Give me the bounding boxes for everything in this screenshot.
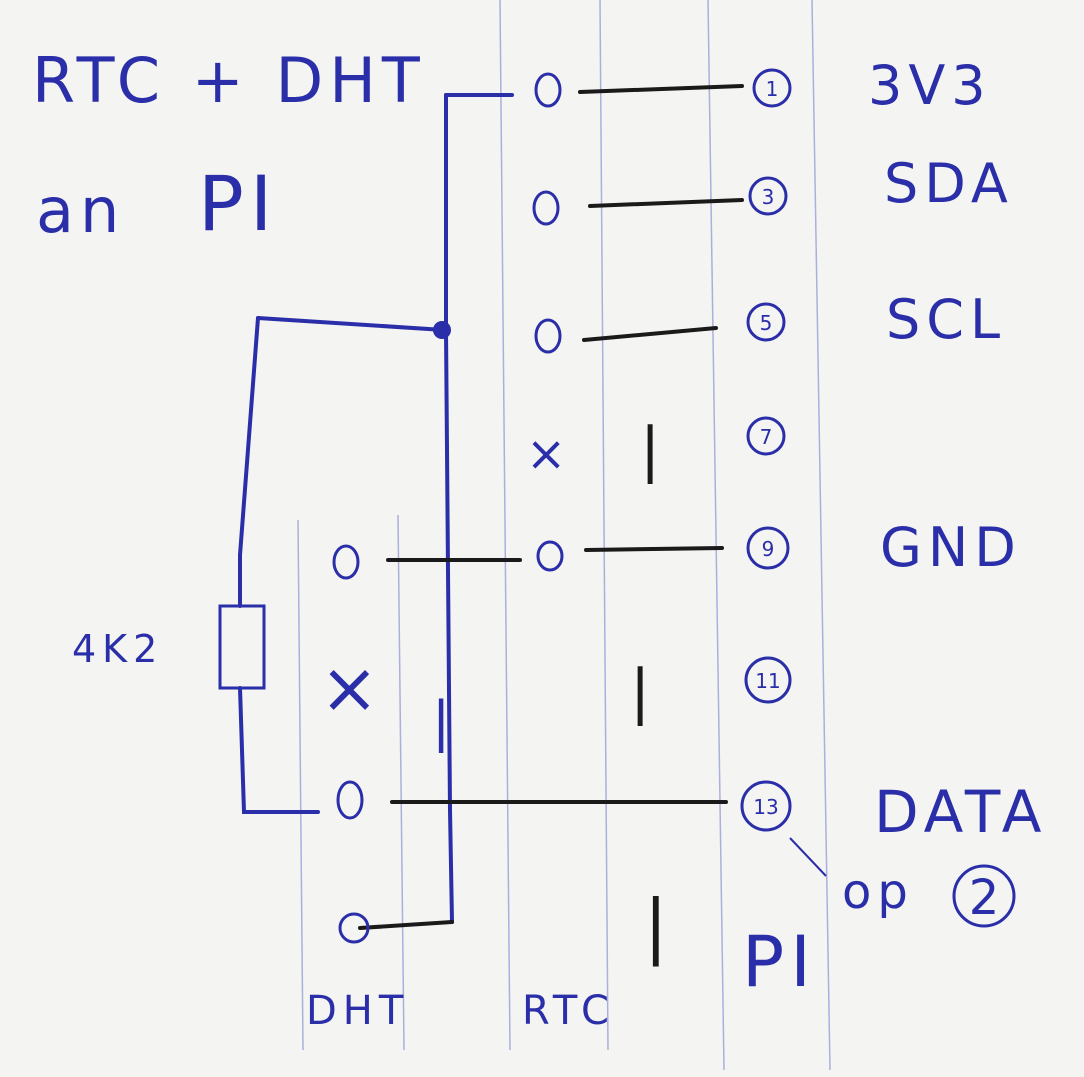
title: RTC + DHT an PI bbox=[32, 44, 426, 248]
rtc-pin bbox=[534, 72, 562, 108]
wire-pin-1 bbox=[578, 84, 744, 94]
column-label-dht: DHT bbox=[306, 988, 409, 1034]
signal-label-gnd: GND bbox=[880, 516, 1022, 579]
signal-label-3v3: 3V3 bbox=[868, 54, 992, 117]
resistor-bottom-lead bbox=[238, 686, 320, 814]
title-line-2: an bbox=[36, 174, 125, 247]
ruling-line bbox=[599, 0, 609, 1051]
vertical-bus bbox=[444, 93, 454, 924]
ruling-line bbox=[297, 519, 304, 1051]
rtc-pin bbox=[536, 540, 564, 572]
title-line-1: RTC + DHT bbox=[32, 44, 426, 117]
pi-pin-circle bbox=[752, 68, 792, 108]
dht-pin bbox=[332, 544, 360, 580]
column-label-pi: PI bbox=[742, 921, 817, 1003]
ruling-line bbox=[499, 0, 511, 1051]
column-labels: DHT RTC PI bbox=[306, 921, 817, 1034]
rtc-pin bbox=[532, 190, 560, 226]
resistor-label: 4K2 bbox=[72, 627, 163, 671]
pi-pin-circle bbox=[746, 302, 786, 342]
nc-mark: | bbox=[432, 690, 456, 753]
rtc-unused-mark: × bbox=[526, 426, 572, 482]
annotation-leader bbox=[789, 837, 827, 877]
dht-pin bbox=[338, 912, 370, 944]
pi-pin-number: 7 bbox=[760, 425, 773, 449]
pi-pin-circle bbox=[746, 526, 790, 570]
pi-pin-number: 11 bbox=[755, 669, 780, 693]
title-line-3: PI bbox=[198, 159, 278, 248]
dht-pins bbox=[332, 544, 370, 944]
wire-pin-9 bbox=[584, 546, 724, 552]
wires bbox=[358, 84, 744, 930]
wire-pin-5 bbox=[582, 326, 718, 342]
nc-mark: | bbox=[630, 657, 656, 727]
pi-pins: 1 3 5 7 9 11 13 bbox=[740, 68, 792, 832]
signal-label-scl: SCL bbox=[886, 288, 1006, 351]
ruling-line bbox=[397, 514, 405, 1051]
resistor-top-lead bbox=[238, 316, 260, 608]
resistor-body bbox=[218, 604, 266, 690]
nc-mark: | bbox=[644, 885, 674, 967]
pi-pin-number: 5 bbox=[760, 311, 773, 335]
pi-pin-number: 13 bbox=[753, 795, 778, 819]
rtc-pin bbox=[534, 318, 562, 354]
ruling-line bbox=[811, 0, 831, 1071]
junction-dot bbox=[433, 321, 451, 339]
pi-pin-circle bbox=[740, 780, 792, 832]
signal-label-sda: SDA bbox=[884, 152, 1014, 215]
pi-pin-number: 1 bbox=[766, 77, 779, 101]
annotation-circled-number: 2 bbox=[969, 870, 1000, 926]
signal-labels: 3V3 SDA SCL GND DATA bbox=[868, 54, 1047, 846]
column-label-rtc: RTC bbox=[522, 988, 615, 1034]
annotation-text: op bbox=[842, 864, 914, 920]
nc-mark: | bbox=[640, 415, 666, 485]
pi-pin-circle bbox=[746, 416, 786, 456]
wire-pin-3 bbox=[588, 198, 744, 208]
wire-dht-vcc bbox=[358, 920, 454, 930]
dht-unused-mark: × bbox=[320, 647, 385, 729]
pi-pin-circle bbox=[748, 176, 788, 216]
rtc-pins bbox=[532, 72, 564, 572]
pi-pin-number: 9 bbox=[762, 537, 775, 561]
signal-label-data: DATA bbox=[874, 778, 1047, 846]
resistor-feed bbox=[256, 316, 446, 332]
pi-pin-circle bbox=[744, 656, 792, 704]
dht-pin bbox=[336, 780, 364, 820]
annotation-circle bbox=[952, 864, 1016, 928]
power-bus bbox=[218, 93, 514, 924]
pi-pin-number: 3 bbox=[762, 185, 775, 209]
column-rulings bbox=[297, 0, 831, 1071]
ruling-line bbox=[707, 0, 725, 1071]
